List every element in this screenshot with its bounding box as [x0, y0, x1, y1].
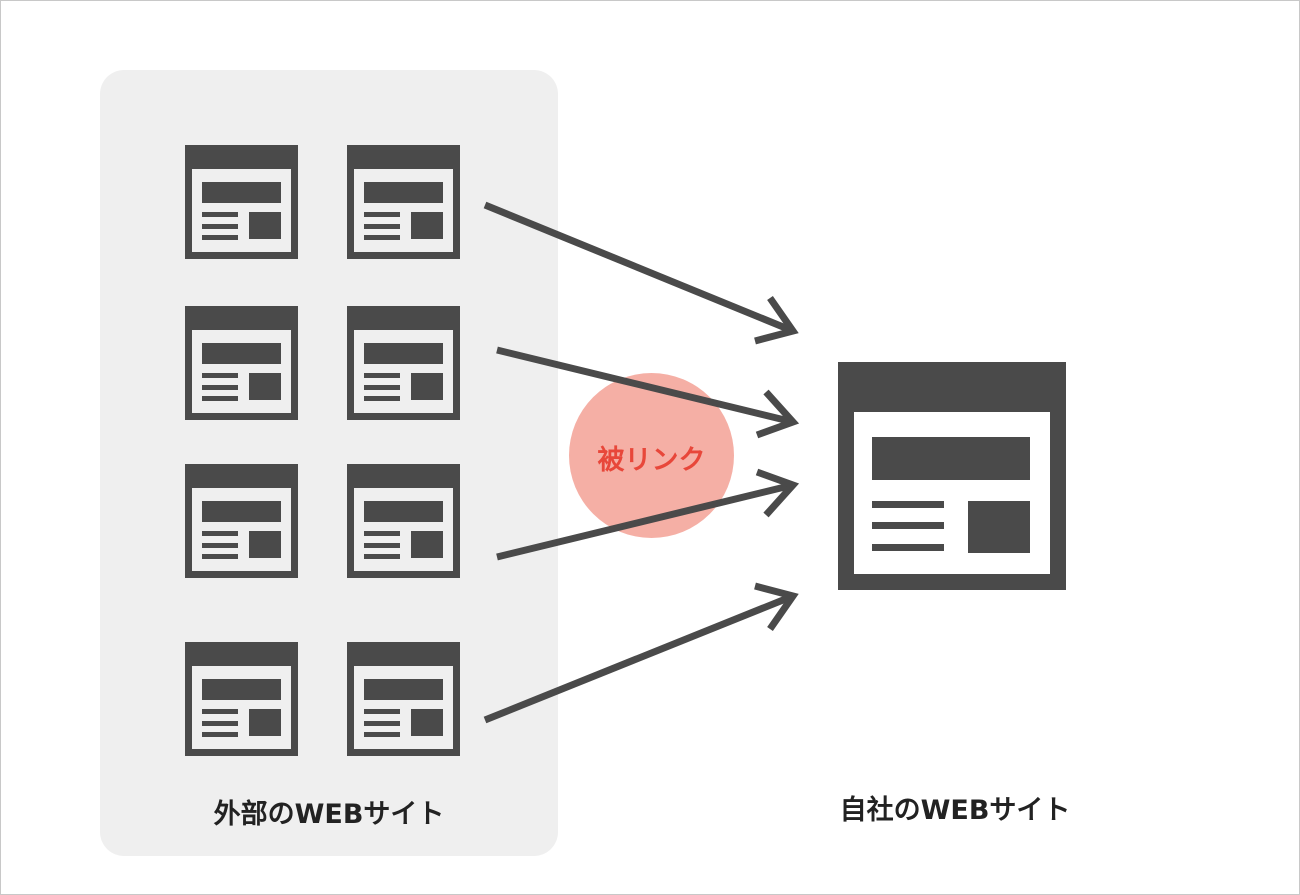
- external-site-icon: [185, 306, 298, 420]
- external-site-icon: [347, 306, 460, 420]
- arrow-line: [483, 592, 795, 724]
- external-site-icon: [347, 642, 460, 756]
- external-site-icon: [185, 464, 298, 578]
- own-site-icon: [838, 362, 1066, 590]
- external-site-icon: [347, 464, 460, 578]
- arrow-head: [754, 295, 799, 345]
- external-site-icon: [185, 145, 298, 259]
- arrow-head: [754, 582, 799, 632]
- arrow-line: [496, 346, 794, 426]
- external-sites-panel: [100, 70, 558, 856]
- arrow-head: [755, 468, 800, 518]
- own-site-label: 自社のWEBサイト: [839, 795, 1071, 826]
- arrow-line: [483, 201, 795, 335]
- arrow-line: [496, 481, 794, 561]
- external-site-icon: [347, 145, 460, 259]
- arrow-head: [755, 389, 800, 439]
- external-site-icon: [185, 642, 298, 756]
- external-sites-label: 外部のWEBサイト: [213, 799, 445, 830]
- backlink-label: 被リンク: [597, 445, 706, 476]
